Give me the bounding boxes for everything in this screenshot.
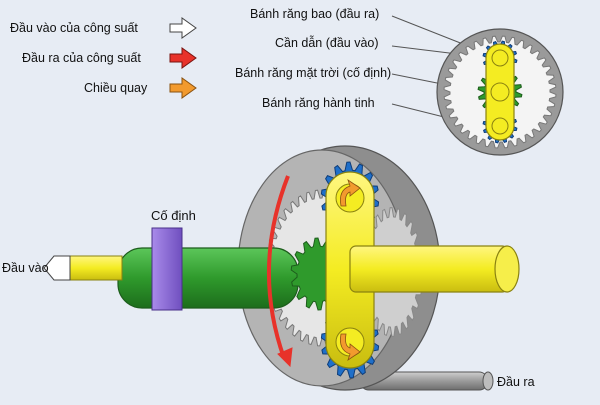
label-input: Đầu vào xyxy=(2,261,49,275)
inset-carrier-pin-top xyxy=(491,49,509,67)
inset-carrier-pin-bottom xyxy=(491,117,509,135)
carrier-output-shaft xyxy=(349,245,509,293)
input-direction-arrow-icon xyxy=(43,255,71,281)
ring-rotation-arrow-icon xyxy=(267,175,290,359)
main-gear-assembly xyxy=(43,145,520,391)
inset-label-ring-gear: Bánh răng bao (đầu ra) xyxy=(250,7,379,21)
carrier-rotation-arrow-top-icon xyxy=(340,179,361,207)
ring-rotation-arrowhead-icon xyxy=(277,347,293,368)
leader-line-ring-gear xyxy=(391,15,469,47)
fixed-mount xyxy=(151,227,183,311)
label-output: Đầu ra xyxy=(497,375,535,389)
carrier-output-shaft-end xyxy=(494,245,520,293)
rotation-arrow-icon xyxy=(169,77,197,99)
label-fixed: Cố định xyxy=(151,208,196,223)
output-shaft-end xyxy=(482,371,494,391)
inset-label-planet-gear: Bánh răng hành tinh xyxy=(262,96,375,110)
output-power-arrow-icon xyxy=(169,47,197,69)
legend: Đầu vào của công suất Đầu ra của công su… xyxy=(10,17,197,99)
inset-label-sun-gear: Bánh răng mặt trời (cố định) xyxy=(235,66,391,80)
legend-rotation-label: Chiều quay xyxy=(84,81,148,95)
input-shaft-left xyxy=(61,255,123,281)
inset-carrier-hub xyxy=(490,82,510,102)
inset-labels: Bánh răng bao (đầu ra) Cần dẫn (đầu vào)… xyxy=(235,7,493,129)
inset-gear-set xyxy=(436,28,564,156)
inset-label-carrier: Cần dẫn (đầu vào) xyxy=(275,35,379,50)
carrier-rotation-arrow-bottom-icon xyxy=(340,333,361,361)
input-power-arrow-icon xyxy=(169,17,197,39)
legend-output-label: Đầu ra của công suất xyxy=(22,51,141,65)
legend-input-label: Đầu vào của công suất xyxy=(10,21,138,35)
